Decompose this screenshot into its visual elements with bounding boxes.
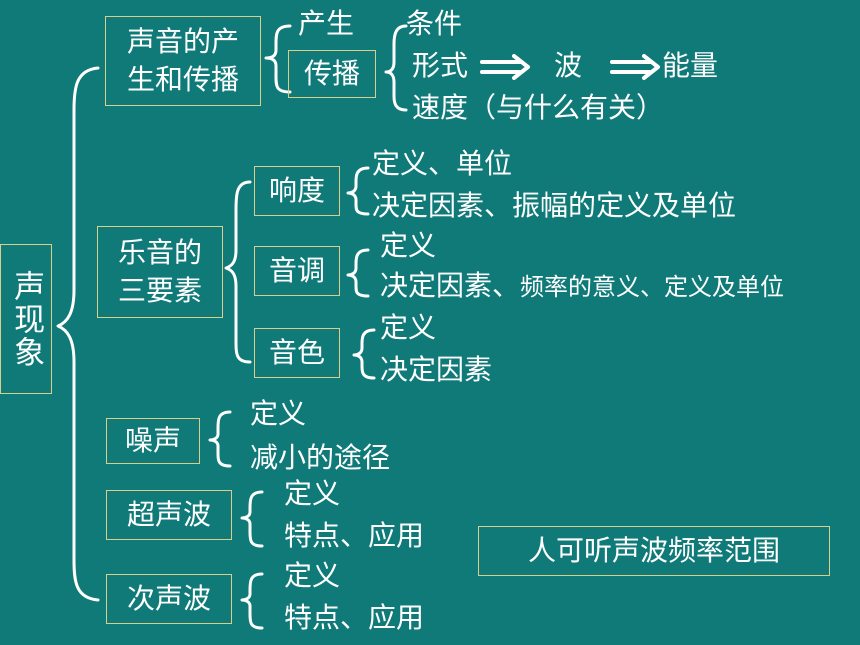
musical-brace <box>224 180 252 364</box>
timbre-box: 音色 <box>254 328 340 378</box>
ultrasonic-item2: 特点、应用 <box>284 519 425 552</box>
arrow-form-to-wave <box>480 54 530 80</box>
spread-label: 传播 <box>303 57 360 91</box>
pitch-brace <box>346 248 370 298</box>
spread-form: 形式 <box>412 49 469 82</box>
loudness-item2: 决定因素、振幅的定义及单位 <box>372 189 737 222</box>
ultrasonic-item1: 定义 <box>284 477 341 510</box>
infrasonic-box: 次声波 <box>106 574 232 624</box>
loudness-item1: 定义、单位 <box>372 147 513 180</box>
musical-box: 乐音的 三要素 <box>97 226 223 318</box>
root-brace <box>56 66 100 602</box>
production-box: 声音的产 生和传播 <box>105 16 261 106</box>
ultrasonic-label: 超声波 <box>126 498 211 532</box>
hearing-range-box: 人可听声波频率范围 <box>478 526 830 576</box>
spread-condition: 条件 <box>406 7 463 40</box>
pitch-item2-part1: 决定因素、 <box>380 269 521 302</box>
production-brace <box>264 24 292 94</box>
pitch-item2: 决定因素、频率的意义、定义及单位 <box>380 272 784 300</box>
spread-box: 传播 <box>288 50 376 98</box>
infrasonic-item1: 定义 <box>284 559 341 592</box>
loudness-box: 响度 <box>254 166 340 216</box>
pitch-box: 音调 <box>254 246 340 296</box>
ultrasonic-brace <box>240 490 264 548</box>
pitch-item1: 定义 <box>380 229 437 262</box>
spread-wave: 波 <box>554 49 583 82</box>
timbre-label: 音色 <box>268 336 325 370</box>
noise-box: 噪声 <box>106 418 200 464</box>
timbre-item2: 决定因素 <box>380 353 493 386</box>
noise-item1: 定义 <box>250 397 307 430</box>
infrasonic-item2: 特点、应用 <box>284 601 425 634</box>
timbre-brace <box>352 328 376 380</box>
pitch-item2-part2: 频率的意义、定义及单位 <box>520 273 785 301</box>
root-title: 声现象 <box>8 269 45 369</box>
root-box: 声现象 <box>0 244 52 394</box>
arrow-wave-to-energy <box>610 54 660 80</box>
production-title-line1: 声音的产 <box>126 25 239 59</box>
spread-speed: 速度（与什么有关） <box>412 91 665 124</box>
hearing-range-label: 人可听声波频率范围 <box>527 534 780 568</box>
ultrasonic-box: 超声波 <box>106 490 232 540</box>
noise-label: 噪声 <box>124 424 181 458</box>
musical-title-line1: 乐音的 <box>117 236 202 270</box>
production-item-produce: 产生 <box>298 7 355 40</box>
infrasonic-label: 次声波 <box>126 582 211 616</box>
production-title-line2: 生和传播 <box>126 63 239 96</box>
timbre-item1: 定义 <box>380 311 437 344</box>
musical-title-line2: 三要素 <box>117 274 202 307</box>
noise-brace <box>208 410 232 468</box>
spread-brace <box>384 24 408 112</box>
pitch-label: 音调 <box>268 254 325 288</box>
loudness-label: 响度 <box>268 174 325 208</box>
spread-energy: 能量 <box>662 49 719 82</box>
noise-item2: 减小的途径 <box>250 441 391 474</box>
loudness-brace <box>346 166 370 216</box>
infrasonic-brace <box>240 572 264 630</box>
